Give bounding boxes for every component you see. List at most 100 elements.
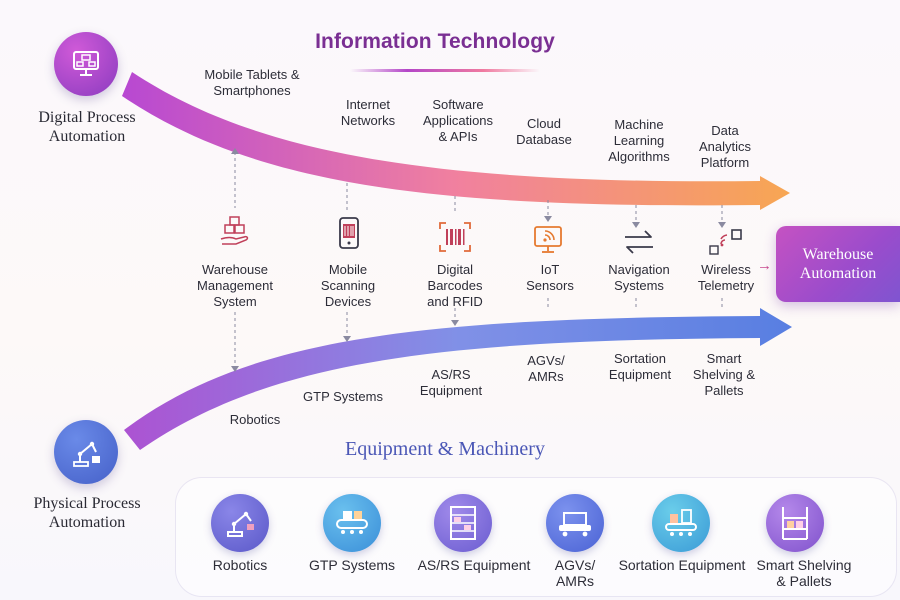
connector-arrowheads — [231, 148, 726, 372]
physical-label-line2: Automation — [48, 514, 126, 531]
center-item-line: System — [213, 294, 257, 309]
center-item-line: and RFID — [427, 294, 483, 309]
center-item-mobile-scanning: Mobile Scanning Devices — [302, 262, 394, 310]
robot-arm-icon — [54, 420, 118, 484]
bottom-item-line: & Pallets — [776, 573, 832, 589]
em-item-asrs: AS/RS Equipment — [404, 367, 498, 399]
em-item-line: Pallets — [704, 383, 744, 398]
it-item-cloud-database: Cloud Database — [500, 116, 588, 148]
center-item-line: Telemetry — [697, 278, 755, 293]
center-item-line: Warehouse — [202, 262, 268, 277]
barcode-icon — [438, 220, 472, 254]
em-item-line: AGVs/ — [527, 353, 565, 368]
warehouse-line2: Automation — [799, 265, 877, 282]
bottom-item-line: AMRs — [555, 573, 595, 589]
it-item-internet-networks: Internet Networks — [320, 97, 416, 129]
center-item-line: Digital — [436, 262, 474, 277]
it-item-line: Networks — [340, 113, 396, 128]
bottom-item-smart-shelving: Smart Shelving & Pallets — [752, 557, 856, 589]
navigation-arrows-icon — [619, 225, 653, 259]
em-item-sortation: Sortation Equipment — [594, 351, 686, 383]
bottom-item-line: AGVs/ — [554, 557, 596, 573]
scanner-device-icon — [332, 216, 366, 250]
center-item-barcodes-rfid: Digital Barcodes and RFID — [410, 262, 500, 310]
center-item-line: IoT — [540, 262, 560, 277]
physical-label-line1: Physical Process — [33, 495, 141, 512]
center-item-line: Navigation — [608, 262, 670, 277]
it-item-line: Learning — [613, 133, 665, 148]
boxes-hand-icon — [218, 214, 252, 248]
it-item-line: Machine — [614, 117, 664, 132]
digital-label-line2: Automation — [48, 128, 126, 145]
it-item-machine-learning: Machine Learning Algorithms — [594, 117, 684, 165]
it-item-mobile-tablets: Mobile Tablets & Smartphones — [190, 67, 314, 99]
it-item-line: Platform — [700, 155, 750, 170]
iot-sensor-icon — [531, 222, 565, 256]
it-item-line: Smartphones — [213, 83, 291, 98]
em-item-line: Shelving & — [692, 367, 756, 382]
agv-icon — [546, 494, 604, 552]
em-item-line: Robotics — [229, 412, 281, 427]
it-item-line: Mobile Tablets & — [204, 67, 300, 82]
center-item-line: Scanning — [320, 278, 376, 293]
sortation-icon — [652, 494, 710, 552]
network-icon — [54, 32, 118, 96]
it-item-line: Cloud — [527, 116, 561, 131]
em-item-line: Sortation — [613, 351, 667, 366]
em-item-robotics: Robotics — [212, 412, 298, 428]
em-item-line: AMRs — [528, 369, 564, 384]
center-item-line: Management — [197, 278, 273, 293]
center-item-warehouse-management: Warehouse Management System — [185, 262, 285, 310]
bottom-item-gtp-systems: GTP Systems — [300, 557, 404, 573]
it-item-line: Database — [516, 132, 572, 147]
bottom-item-line: Robotics — [212, 557, 268, 573]
em-item-line: Smart — [706, 351, 742, 366]
em-item-line: Equipment — [608, 367, 672, 382]
bottom-item-line: Smart Shelving — [756, 557, 852, 573]
shelving-icon — [766, 494, 824, 552]
center-item-line: Systems — [614, 278, 664, 293]
center-item-wireless-telemetry: Wireless Telemetry — [684, 262, 768, 294]
center-item-navigation: Navigation Systems — [594, 262, 684, 294]
it-item-line: Software — [432, 97, 484, 112]
it-item-data-analytics: Data Analytics Platform — [680, 123, 770, 171]
conveyor-icon — [323, 494, 381, 552]
it-item-line: Applications — [422, 113, 494, 128]
it-item-software-apis: Software Applications & APIs — [408, 97, 508, 145]
physical-process-automation-label: Physical Process Automation — [14, 494, 160, 532]
em-item-line: AS/RS — [431, 367, 471, 382]
warehouse-line1: Warehouse — [802, 246, 874, 263]
em-item-line: Equipment — [419, 383, 483, 398]
it-flow-arrow — [122, 72, 790, 210]
center-item-line: Wireless — [701, 262, 751, 277]
wireless-icon — [708, 226, 742, 260]
it-item-line: Algorithms — [608, 149, 670, 164]
equipment-machinery-title: Equipment & Machinery — [345, 438, 545, 460]
center-item-iot-sensors: IoT Sensors — [510, 262, 590, 294]
it-item-line: Internet — [345, 97, 391, 112]
robot-arm-icon — [211, 494, 269, 552]
center-item-line: Sensors — [526, 278, 574, 293]
it-item-line: Data — [711, 123, 739, 138]
equipment-flow-arrow — [124, 308, 792, 450]
center-item-line: Mobile — [328, 262, 368, 277]
digital-process-automation-label: Digital Process Automation — [20, 108, 154, 146]
em-item-line: GTP Systems — [303, 389, 383, 404]
em-item-smart-shelving: Smart Shelving & Pallets — [680, 351, 768, 399]
bottom-item-line: GTP Systems — [308, 557, 396, 573]
it-item-line: Analytics — [698, 139, 752, 154]
center-item-line: Barcodes — [427, 278, 483, 293]
em-item-gtp-systems: GTP Systems — [290, 389, 396, 405]
em-item-agvs-amrs: AGVs/ AMRs — [510, 353, 582, 385]
bottom-item-asrs-equipment: AS/RS Equipment — [410, 557, 538, 573]
warehouse-automation-box: Warehouse Automation — [776, 226, 900, 302]
storage-rack-icon — [434, 494, 492, 552]
bottom-item-robotics: Robotics — [196, 557, 284, 573]
dashed-connectors — [234, 152, 723, 368]
information-technology-title: Information Technology — [315, 30, 555, 53]
bottom-item-line: AS/RS Equipment — [417, 557, 531, 573]
digital-label-line1: Digital Process — [38, 109, 136, 126]
bottom-item-sortation-equipment: Sortation Equipment — [610, 557, 754, 573]
